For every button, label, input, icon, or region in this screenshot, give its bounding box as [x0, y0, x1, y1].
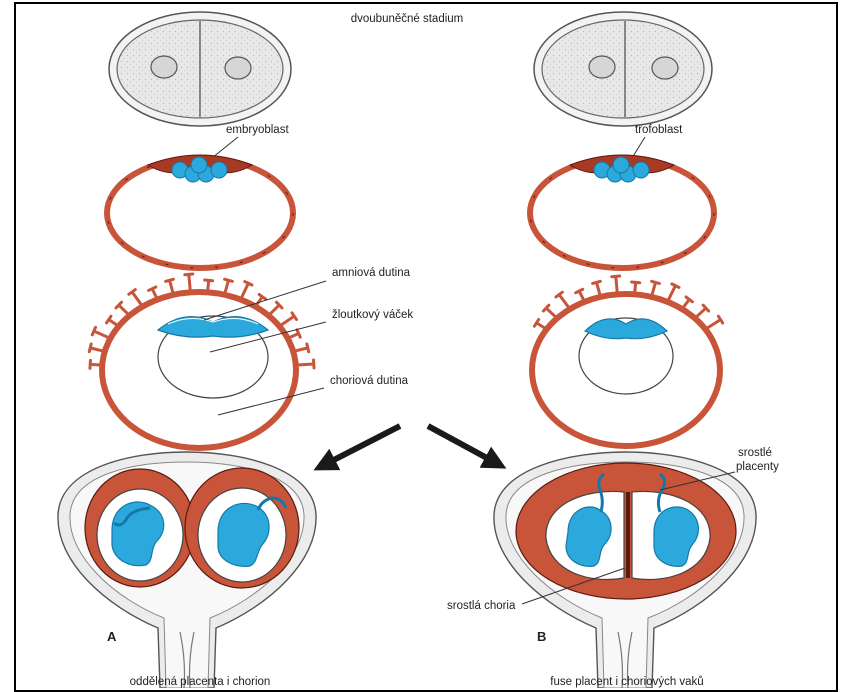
fused-placentas-label-2: placenty — [736, 461, 779, 473]
nucleus-icon — [151, 56, 177, 78]
panel-b-label: B — [537, 629, 546, 644]
chorionic-vesicle-right — [532, 276, 723, 446]
chorion-sac-a-left — [85, 469, 195, 587]
yolk-label: žloutkový váček — [332, 309, 413, 321]
arrow-right-icon — [428, 426, 498, 464]
villus — [129, 290, 143, 307]
nucleus-icon — [225, 57, 251, 79]
arrow-left-icon — [322, 426, 400, 466]
embryoblast-leader — [212, 137, 238, 158]
nucleus-icon — [589, 56, 615, 78]
caption-b: fuse placent i choriových vaků — [550, 676, 703, 688]
trofoblast-leader — [632, 137, 645, 158]
two-cell-stage-right — [534, 12, 712, 126]
chorion-cavity-label: choriová dutina — [330, 375, 409, 387]
villus — [241, 282, 252, 300]
two-cell-stage-left — [109, 12, 291, 126]
blastocyst-right — [530, 155, 714, 268]
nucleus-icon — [652, 57, 678, 79]
villus — [705, 316, 722, 329]
trofoblast-label: trofoblast — [635, 124, 683, 136]
fused-chorion-b — [516, 463, 736, 599]
villus — [92, 327, 110, 338]
fused-chorion-label: srostlá choria — [447, 600, 516, 612]
blastocyst-left — [107, 155, 293, 268]
caption-a: oddělená placenta i chorion — [130, 676, 271, 688]
villus — [279, 313, 296, 326]
title-label: dvoubuněčné stadium — [351, 13, 464, 25]
embryoblast-label: embryoblast — [226, 124, 289, 136]
chorionic-vesicle-left — [89, 274, 314, 448]
villus — [556, 292, 570, 309]
panel-a-label: A — [107, 629, 117, 644]
chorion-sac-a-right — [185, 468, 299, 588]
villus — [667, 284, 679, 302]
amnion-label: amniová dutina — [332, 267, 411, 279]
fused-placentas-label-1: srostlé — [738, 447, 772, 459]
